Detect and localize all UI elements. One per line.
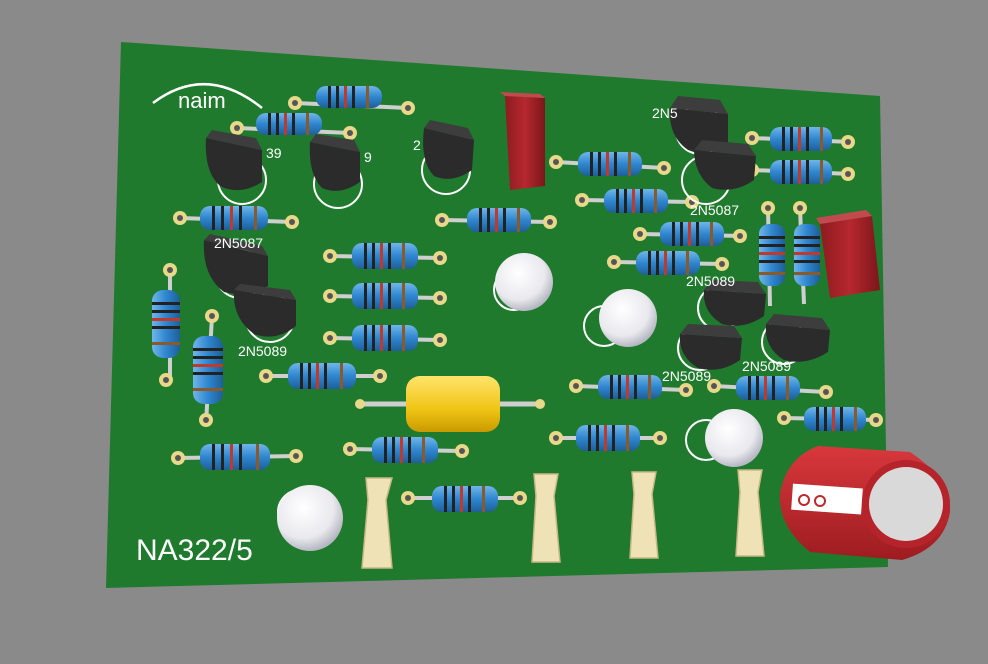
transistor (309, 134, 363, 209)
pcb-board (106, 42, 888, 588)
resistor (171, 444, 303, 470)
axial-capacitor (355, 376, 545, 432)
resistor (607, 251, 729, 275)
resistor (777, 407, 883, 431)
resistor (401, 486, 527, 512)
resistor (152, 263, 180, 387)
transistor-label: 9 (364, 149, 372, 165)
transistor-label: 2N5087 (690, 202, 739, 218)
film-capacitor (816, 210, 880, 298)
resistor (549, 425, 667, 451)
transistor (233, 284, 296, 343)
transistor-label: 2N5089 (742, 358, 791, 374)
transistor (669, 96, 728, 155)
led (583, 289, 657, 347)
film-capacitor (500, 92, 545, 190)
resistor (569, 375, 693, 399)
connector-pin (361, 477, 393, 569)
resistor (343, 437, 469, 463)
transistor (421, 120, 474, 195)
transistor (677, 324, 742, 371)
resistor (173, 206, 299, 230)
led (277, 485, 343, 551)
transistor (681, 140, 756, 205)
transistor-label: 2N5089 (238, 343, 287, 359)
transistor (697, 280, 766, 331)
led (685, 409, 763, 467)
resistor (707, 376, 833, 400)
transistor-label: 2 (413, 137, 421, 153)
connector-pin (629, 471, 659, 559)
transistor-label: 2N5 (652, 105, 678, 121)
resistor (633, 222, 747, 246)
resistor (193, 309, 223, 427)
resistor (323, 283, 447, 309)
led (493, 253, 553, 311)
resistor (549, 152, 671, 176)
transistor (203, 234, 268, 299)
transistor-label: 2N5089 (686, 273, 735, 289)
resistor (323, 325, 447, 351)
naim-logo: naim (152, 83, 263, 113)
resistor (230, 113, 357, 140)
transistor-label: 2N5087 (214, 235, 263, 251)
transistor-label: 2N5089 (662, 368, 711, 384)
board-id-label: NA322/5 (136, 534, 253, 567)
transistor (205, 130, 267, 205)
resistor (259, 363, 387, 389)
transistor-label: 39 (266, 145, 282, 161)
resistor (288, 86, 415, 115)
electrolytic-capacitor (779, 446, 951, 560)
resistor (323, 243, 447, 269)
resistor (793, 201, 820, 305)
resistor (435, 208, 557, 232)
resistor (759, 201, 785, 307)
connector-pin (735, 469, 765, 557)
brand-logo-text: naim (178, 88, 226, 113)
resistor (575, 189, 699, 213)
transistor (761, 314, 830, 365)
resistor (745, 127, 855, 151)
connector-pin (531, 473, 561, 563)
